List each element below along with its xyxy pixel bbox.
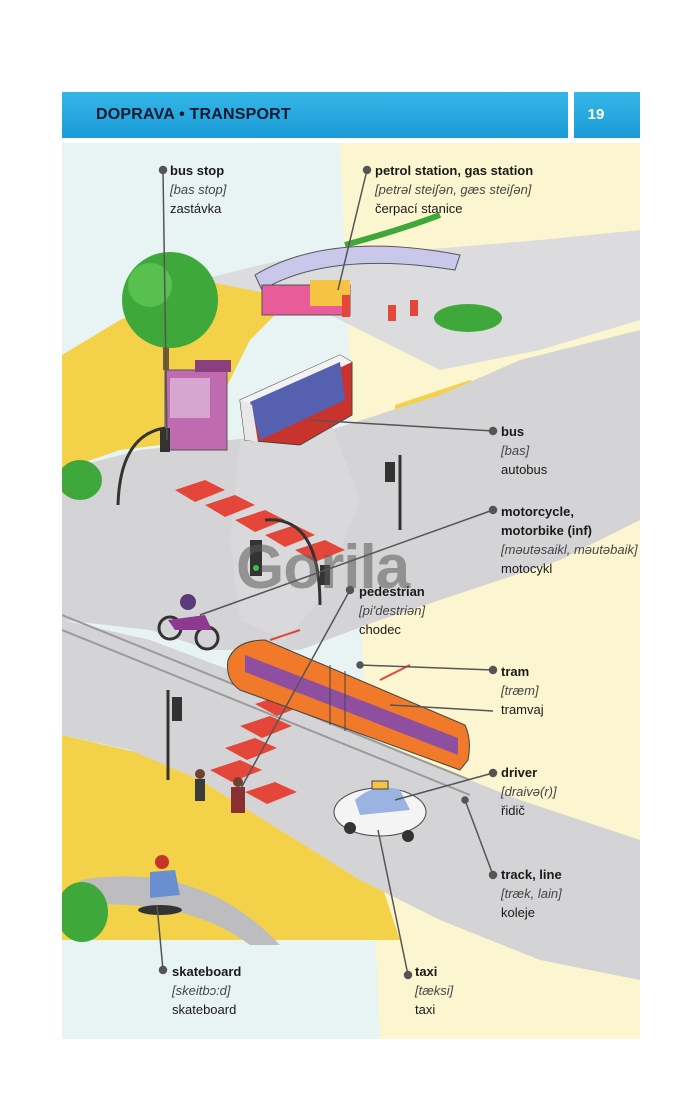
pedestrians-drawing: [195, 769, 245, 813]
label-motorcycle: motorcycle, motorbike (inf) [məutəsaikl,…: [501, 502, 638, 578]
label-english: tram: [501, 664, 530, 679]
label-czech: čerpací stanice: [375, 201, 463, 216]
page-title: DOPRAVA • TRANSPORT: [96, 106, 291, 123]
label-english-alt: motorbike (inf): [501, 523, 592, 538]
label-english: track, line: [501, 867, 562, 882]
label-pronunciation: [məutəsaikl, məutəbaik]: [501, 542, 638, 557]
label-driver: driver [draivə(r)] řidič: [501, 763, 557, 820]
label-english: motorcycle,: [501, 504, 574, 519]
label-skateboard: skateboard [skeitbɔ:d] skateboard: [172, 962, 241, 1019]
label-pronunciation: [skeitbɔ:d]: [172, 983, 231, 998]
page-number-box: [574, 92, 640, 138]
label-petrol-station: petrol station, gas station [petrəl stei…: [375, 161, 533, 218]
label-english: driver: [501, 765, 538, 780]
crosswalk-top: [175, 480, 345, 562]
label-bus: bus [bas] autobus: [501, 422, 547, 479]
label-english: taxi: [415, 964, 438, 979]
publisher-watermark: Gorila: [236, 533, 410, 602]
tram-drawing: [227, 629, 470, 771]
label-pronunciation: [bas]: [501, 443, 530, 458]
label-pronunciation: [træk, lain]: [501, 886, 562, 901]
label-tram: tram [træm] tramvaj: [501, 662, 544, 719]
label-english: bus: [501, 424, 525, 439]
label-czech: zastávka: [170, 201, 222, 216]
label-bus-stop: bus stop [bas stop] zastávka: [170, 161, 226, 218]
label-czech: řidič: [501, 803, 525, 818]
label-czech: chodec: [359, 622, 401, 637]
label-czech: taxi: [415, 1002, 436, 1017]
skateboarder-drawing: [138, 855, 182, 915]
bush-right: [434, 304, 502, 332]
leader-lines: [156, 165, 498, 980]
label-pronunciation: [draivə(r)]: [501, 784, 557, 799]
label-english: petrol station, gas station: [375, 163, 534, 178]
label-czech: tramvaj: [501, 702, 544, 717]
petrol-station-drawing: [254, 245, 461, 321]
header-bar: [62, 92, 568, 138]
label-czech: skateboard: [172, 1002, 237, 1017]
traffic-lights: [116, 426, 402, 780]
bush-bottom: [62, 882, 108, 942]
label-english: skateboard: [172, 964, 242, 979]
label-track: track, line [træk, lain] koleje: [501, 865, 562, 922]
taxi-drawing: [333, 780, 427, 842]
label-czech: autobus: [501, 462, 548, 477]
page-number: 19: [587, 106, 605, 123]
tree: [122, 252, 218, 370]
label-english: bus stop: [170, 163, 225, 178]
label-taxi: taxi [tæksi] taxi: [415, 962, 453, 1019]
bus-stop-shelter: [164, 360, 231, 451]
label-pedestrian: pedestrian [pi'destriən] chodec: [359, 582, 425, 639]
label-czech: koleje: [501, 905, 535, 920]
label-czech: motocykl: [501, 561, 553, 576]
label-pronunciation: [bas stop]: [170, 182, 227, 197]
label-pronunciation: [træm]: [501, 683, 539, 698]
bus-drawing: [239, 354, 353, 446]
label-pronunciation: [petrəl steiʃən, gæs steiʃən]: [375, 182, 532, 197]
label-pronunciation: [tæksi]: [415, 983, 454, 998]
label-english: pedestrian: [359, 584, 425, 599]
street-illustration: [62, 143, 640, 1039]
bush-left: [62, 460, 102, 500]
motorcycle-drawing: [157, 594, 220, 651]
label-pronunciation: [pi'destriən]: [359, 603, 426, 618]
